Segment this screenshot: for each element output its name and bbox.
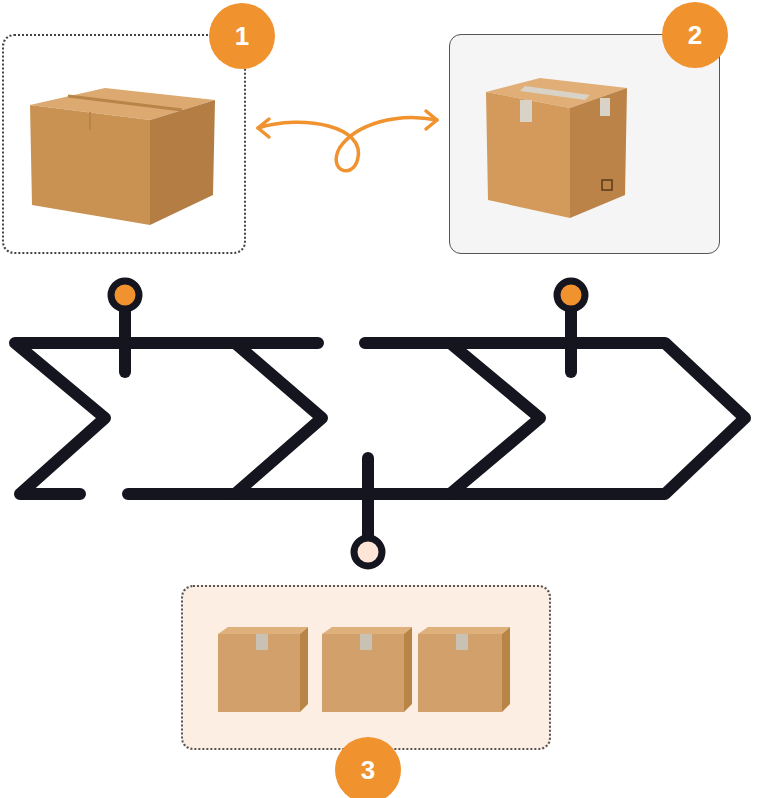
cardboard-box: [486, 78, 627, 218]
panel-ground: [181, 585, 551, 750]
image-panel: 2: [449, 34, 720, 254]
cardboard-box: [218, 627, 308, 712]
cardboard-box: [30, 88, 215, 225]
timeline-pin: [111, 281, 585, 566]
cardboard-box: [418, 627, 510, 712]
callout-number: 2: [662, 2, 728, 68]
cardboard-box: [322, 627, 412, 712]
image-panel: 3: [181, 585, 551, 750]
panel-ground: [449, 34, 720, 254]
loop-arrow: [258, 111, 437, 171]
callout-number: 3: [335, 737, 401, 798]
image-panel: 1: [2, 34, 246, 254]
callout-number: 1: [209, 3, 275, 69]
chevron-timeline: [15, 308, 745, 538]
